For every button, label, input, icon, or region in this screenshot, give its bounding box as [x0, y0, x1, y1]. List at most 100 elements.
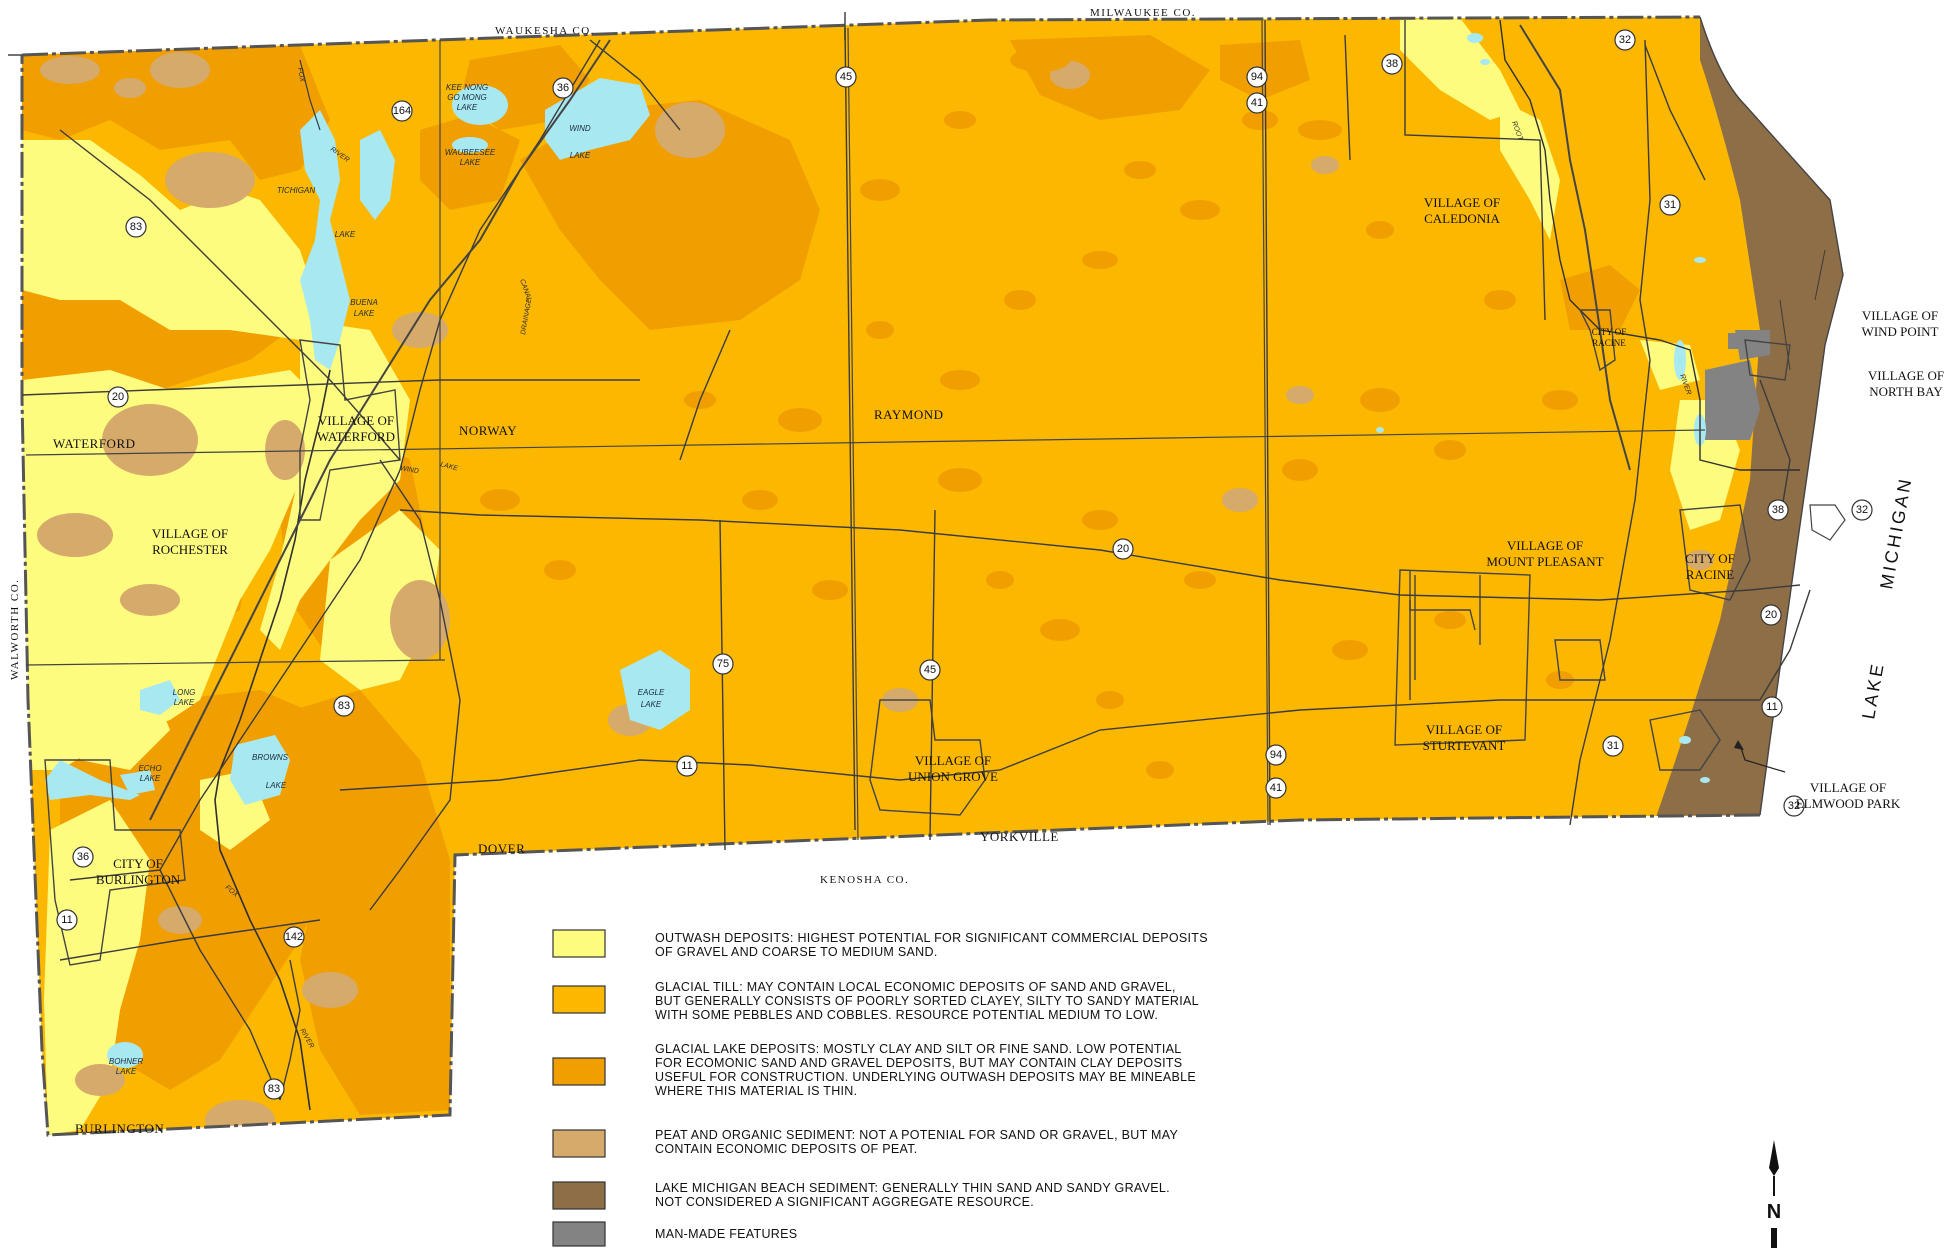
lake-label-buena: BUENA	[350, 298, 378, 307]
hwy-11-west: 11	[56, 909, 78, 931]
hwy-36-south: 36	[72, 846, 94, 868]
hwy-83-north: 83	[125, 216, 147, 238]
svg-text:11: 11	[1766, 701, 1777, 713]
city-label-burlington-2: BURLINGTON	[96, 872, 181, 887]
svg-text:142: 142	[285, 931, 303, 943]
north-arrow-label: N	[1767, 1201, 1781, 1223]
city-label-racine-small-1: CITY OF	[1592, 327, 1626, 337]
svg-text:94: 94	[1251, 71, 1263, 83]
hwy-164: 164	[391, 100, 413, 122]
hwy-20-east: 20	[1760, 604, 1782, 626]
lake-label-wind-2: LAKE	[570, 151, 591, 160]
rivers	[214, 19, 1826, 1111]
village-label-waterford-2: WATERFORD	[317, 429, 395, 444]
svg-text:45: 45	[840, 71, 852, 83]
county-label-kenosha: KENOSHA CO.	[820, 874, 909, 886]
lake-label-eagle: EAGLE	[638, 688, 665, 697]
north-arrow-base	[1771, 1228, 1777, 1248]
svg-text:20: 20	[112, 391, 124, 403]
legend-text-till-2: BUT GENERALLY CONSISTS OF POORLY SORTED …	[655, 994, 1199, 1008]
svg-text:45: 45	[924, 664, 936, 676]
legend-text-beach-2: NOT CONSIDERED A SIGNIFICANT AGGREGATE R…	[655, 1195, 1034, 1209]
hwy-32-south: 32	[1783, 795, 1805, 817]
svg-text:11: 11	[681, 760, 692, 772]
harbor	[1809, 504, 1846, 541]
svg-text:83: 83	[268, 1083, 280, 1095]
svg-text:83: 83	[338, 700, 350, 712]
lake-label-tichigan: TICHIGAN	[277, 186, 315, 195]
legend-swatch-till	[552, 985, 606, 1014]
village-label-caledonia-2: CALEDONIA	[1424, 211, 1500, 226]
town-label-yorkville: YORKVILLE	[980, 829, 1059, 844]
river-label-wind-lake: LAKE	[439, 461, 458, 472]
hwy-36-north: 36	[552, 77, 574, 99]
town-label-raymond: RAYMOND	[874, 407, 943, 422]
village-label-wind-point-1: VILLAGE OF	[1862, 308, 1938, 323]
hwy-38-north: 38	[1381, 53, 1403, 75]
lake-label-echo-2: LAKE	[140, 774, 161, 783]
hwy-41-south: 41	[1265, 777, 1287, 799]
hwy-32-east: 32	[1851, 499, 1873, 521]
village-label-waterford-1: VILLAGE OF	[318, 413, 394, 428]
lake-label-waubeesee-2: LAKE	[460, 158, 481, 167]
lake-label-michigan: MICHIGAN	[1876, 475, 1915, 591]
svg-text:41: 41	[1270, 782, 1282, 794]
lake-label-eagle-2: LAKE	[641, 700, 662, 709]
svg-text:75: 75	[717, 658, 729, 670]
village-label-wind-point-2: WIND POINT	[1862, 324, 1939, 339]
legend-item-till: GLACIAL TILL: MAY CONTAIN LOCAL ECONOMIC…	[552, 980, 1199, 1022]
legend-text-till-3: WITH SOME PEBBLES AND COBBLES. RESOURCE …	[655, 1008, 1158, 1022]
legend-swatch-glacial-lake	[552, 1057, 606, 1086]
village-label-elmwood-park-2: ELMWOOD PARK	[1796, 796, 1901, 811]
legend-text-manmade: MAN-MADE FEATURES	[655, 1227, 797, 1241]
hwy-31-north: 31	[1659, 194, 1681, 216]
hwy-94-north: 94	[1246, 66, 1268, 88]
till-region	[22, 17, 1843, 1135]
village-label-sturtevant-1: VILLAGE OF	[1426, 722, 1502, 737]
svg-text:31: 31	[1607, 740, 1619, 752]
river-label-fox-north: FOX	[296, 67, 305, 83]
village-label-north-bay-1: VILLAGE OF	[1868, 368, 1944, 383]
village-label-mount-pleasant-2: MOUNT PLEASANT	[1486, 554, 1603, 569]
legend-text-glacial-lake-4: WHERE THIS MATERIAL IS THIN.	[655, 1084, 857, 1098]
svg-text:32: 32	[1856, 504, 1868, 516]
legend-text-peat-1: PEAT AND ORGANIC SEDIMENT: NOT A POTENIA…	[655, 1128, 1178, 1142]
legend-text-peat-2: CONTAIN ECONOMIC DEPOSITS OF PEAT.	[655, 1142, 918, 1156]
legend-text-glacial-lake-2: FOR ECOMONIC SAND AND GRAVEL DEPOSITS, B…	[655, 1056, 1182, 1070]
legend-item-beach: LAKE MICHIGAN BEACH SEDIMENT: GENERALLY …	[552, 1181, 1170, 1210]
svg-text:36: 36	[557, 82, 569, 94]
town-label-dover: DOVER	[478, 841, 525, 856]
lake-label-bohner: BOHNER	[109, 1057, 143, 1066]
village-label-union-grove-2: UNION GROVE	[908, 769, 998, 784]
lake-label-bohner-2: LAKE	[116, 1067, 137, 1076]
city-label-burlington-1: CITY OF	[113, 856, 163, 871]
svg-text:94: 94	[1270, 749, 1282, 761]
lake-label-waubeesee: WAUBEESEE	[445, 148, 496, 157]
hwy-45-south: 45	[919, 659, 941, 681]
hwy-45-north: 45	[835, 66, 857, 88]
village-label-caledonia-1: VILLAGE OF	[1424, 195, 1500, 210]
legend-item-peat: PEAT AND ORGANIC SEDIMENT: NOT A POTENIA…	[552, 1128, 1178, 1158]
village-label-mount-pleasant-1: VILLAGE OF	[1507, 538, 1583, 553]
village-label-rochester-2: ROCHESTER	[152, 542, 228, 557]
svg-text:38: 38	[1386, 58, 1398, 70]
north-arrow-icon	[1769, 1140, 1779, 1176]
village-label-rochester-1: VILLAGE OF	[152, 526, 228, 541]
city-label-racine-small-2: RACINE	[1592, 338, 1626, 348]
legend-text-outwash-1: OUTWASH DEPOSITS: HIGHEST POTENTIAL FOR …	[655, 931, 1208, 945]
town-label-norway: NORWAY	[459, 423, 517, 438]
lake-label-buena-2: LAKE	[354, 309, 375, 318]
legend-swatch-peat	[552, 1129, 606, 1158]
hwy-142: 142	[283, 926, 305, 948]
hwy-11-east: 11	[1761, 696, 1783, 718]
hwy-41-north: 41	[1246, 92, 1268, 114]
lake-label-kee-nong-2: GO MONG	[447, 93, 487, 102]
hwy-11-mid: 11	[676, 755, 698, 777]
hwy-32-north: 32	[1614, 29, 1636, 51]
elmwood-leader-line	[1739, 744, 1786, 773]
svg-text:32: 32	[1619, 34, 1631, 46]
railroads	[149, 24, 1631, 821]
hwy-20-west: 20	[107, 386, 129, 408]
county-label-walworth: WALWORTH CO.	[9, 579, 21, 680]
